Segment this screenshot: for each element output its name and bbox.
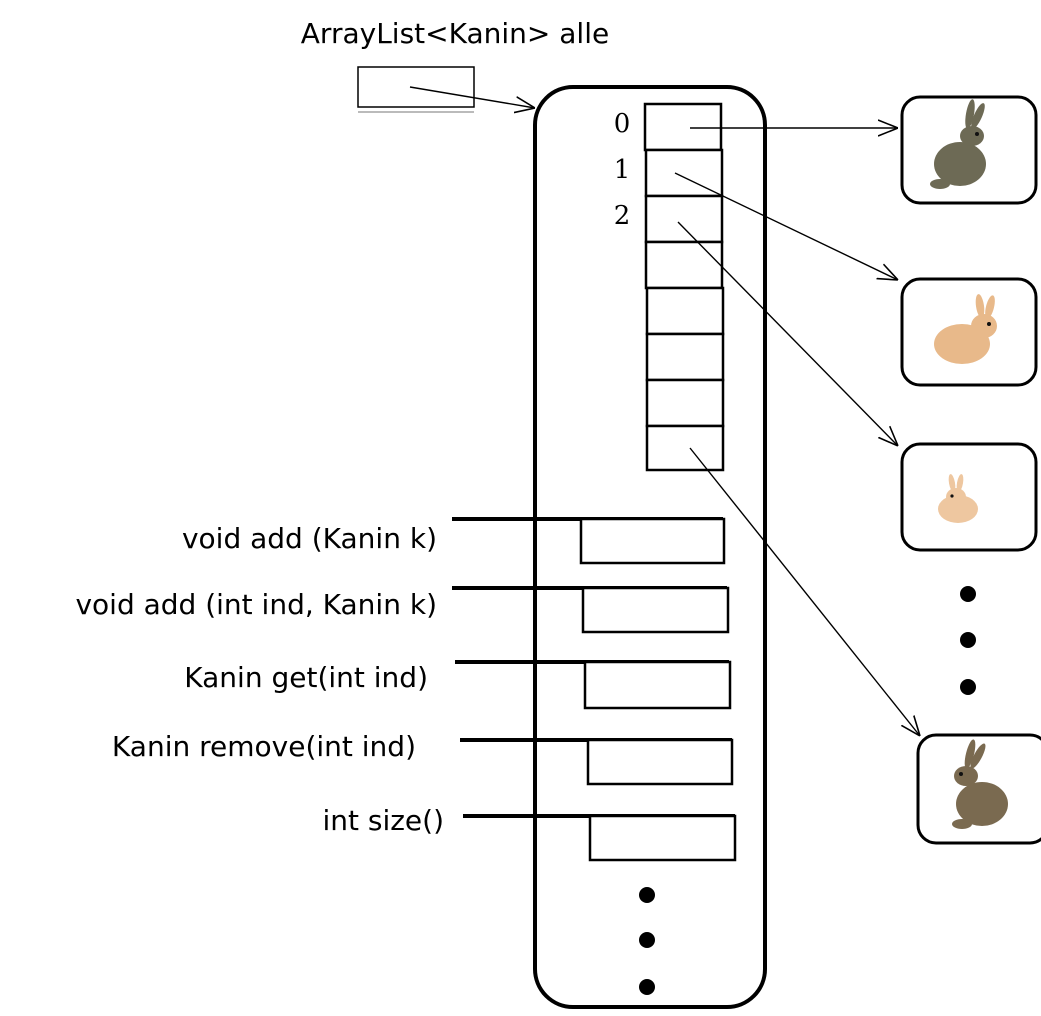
method-label: Kanin remove(int ind) — [112, 730, 416, 763]
rabbit-ear — [956, 474, 964, 492]
ellipsis-dot — [960, 679, 976, 695]
ellipsis-dot — [639, 979, 655, 995]
element-pointer-arrow — [689, 447, 920, 736]
ellipsis-dot — [639, 932, 655, 948]
rabbit-ear — [985, 295, 995, 319]
element-pointer-arrow — [677, 221, 898, 446]
rabbit-foot — [930, 179, 950, 189]
rabbit-ear — [948, 474, 956, 492]
rabbit-ear — [971, 103, 985, 129]
rabbit-ear — [964, 739, 976, 769]
rabbit-object — [900, 277, 1038, 387]
variable-label: ArrayList<Kanin> alle — [301, 17, 609, 50]
ellipsis-dot — [960, 586, 976, 602]
rabbit-head — [960, 126, 984, 146]
method-slot — [579, 517, 726, 565]
method-slot — [583, 660, 732, 710]
array-index: 2 — [614, 201, 631, 231]
rabbit-ear — [965, 99, 975, 129]
variable-reference-box — [357, 66, 475, 108]
method-label: int size() — [322, 804, 444, 837]
array-index: 1 — [614, 155, 631, 185]
ellipsis-dot — [639, 887, 655, 903]
rabbit-head — [946, 488, 966, 506]
method-slot — [586, 738, 734, 786]
rabbit-image — [934, 294, 997, 364]
array-cell — [644, 148, 724, 198]
method-label: void add (int ind, Kanin k) — [75, 588, 437, 621]
array-index: 0 — [614, 109, 631, 139]
ellipsis-dot — [960, 632, 976, 648]
variable-pointer-arrow — [409, 86, 535, 108]
method-slots — [452, 517, 737, 862]
rabbit-image — [952, 739, 1008, 829]
array-cell — [644, 194, 724, 244]
rabbit-body — [934, 142, 986, 186]
object-box — [900, 442, 1038, 552]
array-cell — [645, 424, 725, 472]
rabbit-body — [956, 782, 1008, 826]
method-label: Kanin get(int ind) — [184, 661, 428, 694]
array-cell — [645, 286, 725, 336]
method-label: void add (Kanin k) — [182, 522, 437, 555]
rabbit-head — [954, 766, 978, 786]
rabbit-head — [971, 314, 997, 338]
method-slot — [588, 814, 737, 862]
rabbit-foot — [952, 819, 972, 829]
rabbit-image — [938, 474, 978, 523]
rabbit-object — [916, 733, 1041, 845]
rabbit-object — [900, 442, 1038, 552]
array-cell — [643, 102, 723, 152]
rabbit-ear — [975, 294, 985, 318]
internal-array — [643, 102, 725, 472]
method-slot — [581, 586, 730, 634]
rabbit-object — [900, 95, 1038, 205]
rabbit-ear — [970, 743, 986, 769]
array-cell — [644, 240, 724, 290]
array-cell — [645, 378, 725, 428]
element-pointer-arrow — [674, 172, 898, 280]
array-cell — [645, 332, 725, 382]
rabbit-image — [930, 99, 986, 189]
